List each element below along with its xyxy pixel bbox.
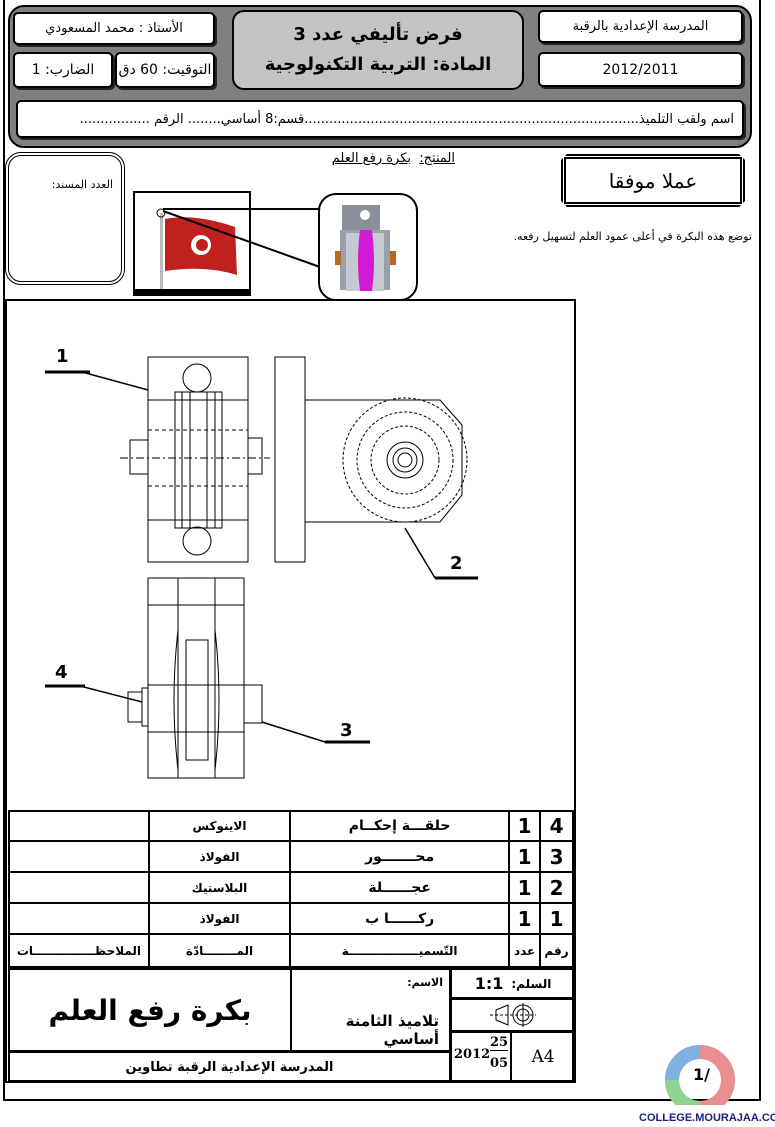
- callout-2: 2: [450, 553, 463, 574]
- technical-drawing: [45, 356, 478, 779]
- site-logo: 1/: [655, 1035, 755, 1115]
- callout-4: 4: [55, 662, 68, 683]
- count-cell: 1: [508, 840, 542, 873]
- projection-symbol-cell: [452, 1000, 574, 1033]
- date-cell: 2012 25 05: [452, 1033, 512, 1081]
- date-year: 2012: [454, 1047, 491, 1062]
- student-info-field[interactable]: اسم ولقب التلميذ........................…: [16, 100, 744, 138]
- scale-value: 1:1: [474, 974, 504, 993]
- header-notes: الملاحظـــــــــــــــات: [8, 933, 150, 968]
- header-count: عدد: [508, 933, 542, 968]
- school-year: 2012/2011: [538, 52, 743, 87]
- date-month: 05: [490, 1056, 509, 1071]
- exam-title-box: فرض تأليفي عدد 3 المادة: التربية التكنول…: [232, 10, 524, 90]
- header-designation: التّسميـــــــــــــــــة: [289, 933, 511, 968]
- header-number: رقم: [539, 933, 574, 968]
- school-footer: المدرسة الإعدادية الرقبة تطاوين: [10, 1050, 452, 1081]
- top-view: [127, 577, 263, 779]
- count-cell: 1: [508, 810, 542, 842]
- paper-format: A4: [531, 1047, 555, 1067]
- count-cell: 1: [508, 871, 542, 904]
- designation-cell: عجــــــلة: [289, 871, 511, 904]
- first-angle-projection-icon: [490, 1003, 536, 1027]
- header-material: المــــــــادّة: [147, 933, 292, 968]
- drawing-frame: [5, 299, 576, 1083]
- grade-box[interactable]: العدد المسند:: [5, 152, 125, 285]
- site-url[interactable]: COLLEGE.MOURAJAA.COM: [639, 1112, 775, 1124]
- number-cell: 4: [539, 810, 574, 842]
- notes-cell: [8, 902, 150, 935]
- page-number: 1/: [693, 1065, 710, 1084]
- designation-cell: حلقـــة إحكــام: [289, 810, 511, 842]
- notes-cell: [8, 810, 150, 842]
- designation-cell: محـــــــور: [289, 840, 511, 873]
- leader-lines: [45, 370, 478, 744]
- product-description: توضع هذه البكرة في أعلى عمود العلم لتسهي…: [513, 230, 752, 243]
- page-frame: [3, 0, 761, 1101]
- pulley-3d-callout: [318, 193, 418, 301]
- scale-label: السلم:: [511, 976, 552, 991]
- duration: التوقيت: 60 دق: [115, 52, 215, 88]
- front-view: [120, 356, 270, 563]
- scale-cell: السلم: 1:1: [452, 970, 574, 1000]
- school-name: المدرسة الإعدادية بالرقبة: [538, 10, 743, 43]
- notes-cell: [8, 871, 150, 904]
- date-day: 25: [490, 1035, 509, 1051]
- drawing-title: بكرة رفع العلم: [10, 970, 292, 1050]
- product-label: المنتج:: [419, 151, 455, 166]
- number-cell: 2: [539, 871, 574, 904]
- title-block: بكرة رفع العلم الاسم: تلاميذ الثامنة أسا…: [8, 967, 574, 1082]
- count-cell: 1: [508, 902, 542, 935]
- designation-cell: ركــــــا ب: [289, 902, 511, 935]
- callout-3: 3: [340, 720, 353, 741]
- name-value: تلاميذ الثامنة أساسي: [345, 1012, 439, 1048]
- material-cell: الاينوكس: [147, 810, 292, 842]
- callout-lines: [162, 208, 325, 268]
- coefficient: الضارب: 1: [13, 52, 113, 88]
- teacher-name: الأستاذ : محمد المسعودي: [13, 12, 215, 45]
- name-cell: الاسم: تلاميذ الثامنة أساسي: [292, 970, 452, 1050]
- material-cell: البلاستيك: [147, 871, 292, 904]
- number-cell: 3: [539, 840, 574, 873]
- product-name: بكرة رفع العلم: [331, 151, 412, 166]
- side-view: [274, 356, 468, 563]
- product-line: المنتج: بكرة رفع العلم: [290, 151, 455, 166]
- callout-1: 1: [56, 346, 69, 367]
- name-label: الاسم:: [407, 976, 443, 989]
- grade-label: العدد المسند:: [51, 178, 113, 191]
- pulley-3d-icon: [335, 205, 396, 291]
- number-cell: 1: [539, 902, 574, 935]
- material-cell: الفولاذ: [147, 902, 292, 935]
- exam-title: فرض تأليفي عدد 3: [293, 24, 463, 45]
- material-cell: الفولاذ: [147, 840, 292, 873]
- exam-header: الأستاذ : محمد المسعودي التوقيت: 60 دق ا…: [8, 5, 752, 148]
- subject: المادة: التربية التكنولوجية: [264, 54, 492, 75]
- notes-cell: [8, 840, 150, 873]
- good-luck-box: عملا موفقا: [561, 154, 745, 207]
